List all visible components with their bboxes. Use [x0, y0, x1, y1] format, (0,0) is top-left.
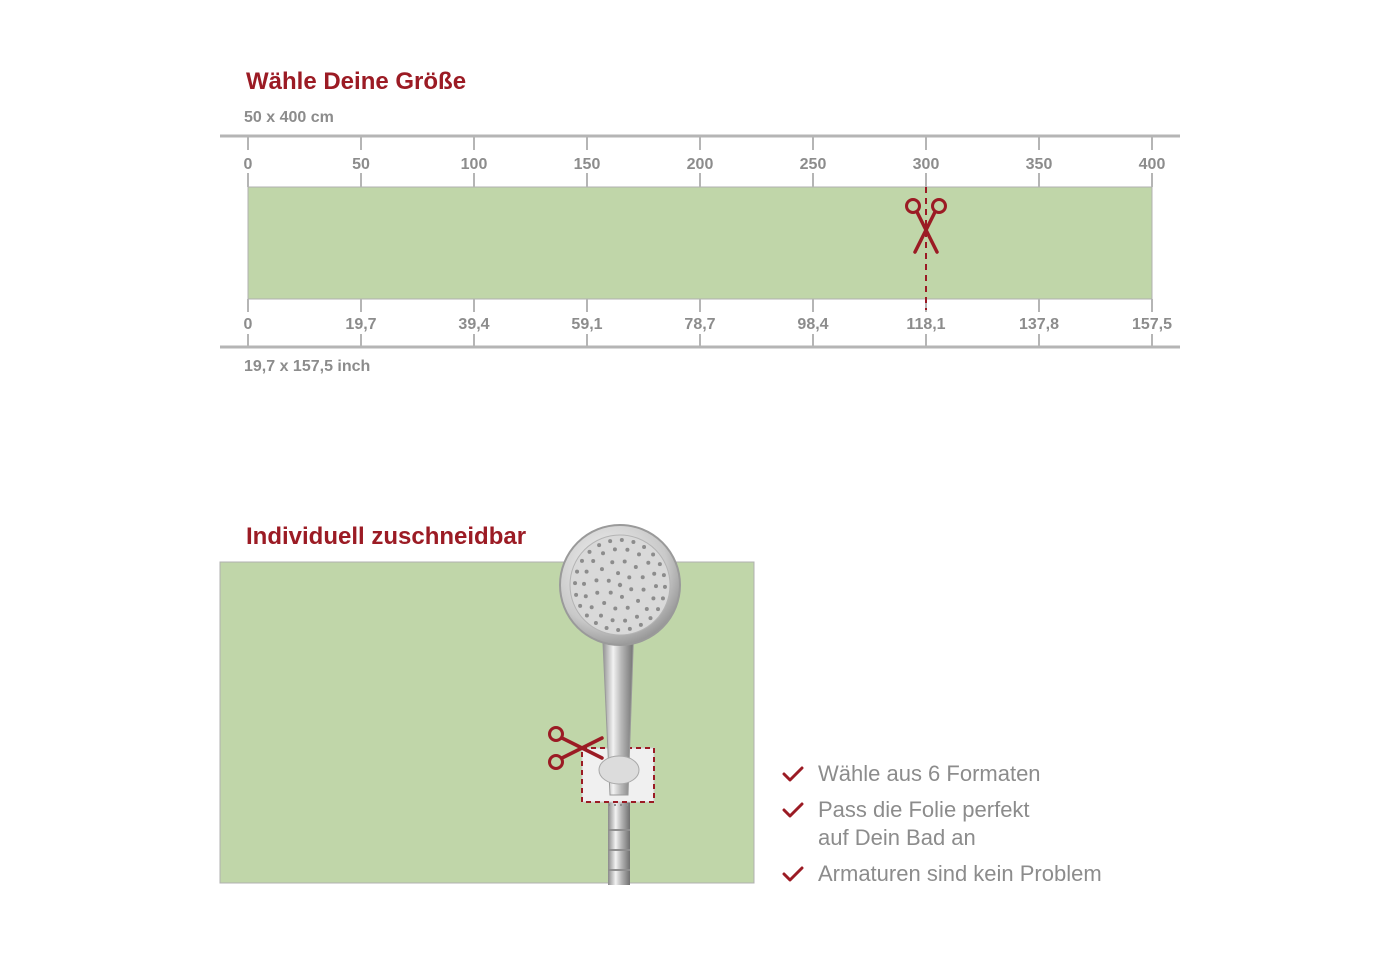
photo-scissors-icon: [548, 726, 604, 770]
bottom-ticks: 0 19,7 39,4 59,1 78,7 98,4 118,1 137,8 157,5: [244, 299, 1172, 347]
top-tick-label: 250: [800, 156, 827, 173]
cut-section-title: Individuell zuschneidbar: [246, 523, 527, 550]
shower-hose: [608, 795, 630, 885]
feature-text: Wähle aus 6 Formaten: [818, 761, 1041, 786]
check-icon: [782, 766, 804, 782]
bottom-tick-label: 39,4: [458, 316, 489, 333]
shower-handle: [601, 621, 635, 796]
feature-text: Pass die Folie perfekt: [818, 797, 1030, 822]
imperial-size-label: 19,7 x 157,5 inch: [244, 358, 371, 375]
bottom-tick-label: 157,5: [1132, 316, 1172, 333]
feature-item: Pass die Folie perfekt auf Dein Bad an: [782, 796, 1102, 852]
holder-bracket: [581, 747, 655, 803]
feature-list: Wähle aus 6 Formaten Pass die Folie perf…: [782, 760, 1102, 896]
check-icon: [782, 802, 804, 818]
size-section-title: Wähle Deine Größe: [246, 68, 467, 95]
top-tick-label: 100: [461, 156, 488, 173]
bottom-tick-label: 59,1: [571, 316, 602, 333]
bottom-tick-label: 137,8: [1019, 316, 1059, 333]
feature-text: Armaturen sind kein Problem: [818, 861, 1102, 886]
foil-strip: [247, 186, 1153, 300]
check-icon: [782, 866, 804, 882]
top-tick-label: 50: [352, 156, 370, 173]
bottom-tick-label: 118,1: [906, 316, 945, 333]
feature-item: Armaturen sind kein Problem: [782, 860, 1102, 888]
metric-size-label: 50 x 400 cm: [244, 109, 334, 126]
bottom-tick-label: 78,7: [684, 316, 715, 333]
top-tick-label: 400: [1139, 156, 1166, 173]
holder-cut-outline: [581, 747, 655, 803]
bottom-tick-label: 19,7: [345, 316, 376, 333]
size-ruler: 0 50 100 150 200 250 300 350 400 0 19,7 39,4 59,1 78…: [220, 134, 1180, 349]
bottom-tick-label: 0: [244, 316, 253, 333]
top-tick-label: 150: [574, 156, 601, 173]
feature-item: Wähle aus 6 Formaten: [782, 760, 1102, 788]
top-tick-label: 200: [687, 156, 714, 173]
scissors-icon: [905, 198, 947, 254]
foil-panel: [219, 561, 755, 884]
top-tick-label: 0: [244, 156, 253, 173]
feature-text-continued: auf Dein Bad an: [818, 825, 976, 850]
top-ticks: 0 50 100 150 200 250 300 350 400: [244, 136, 1166, 187]
top-tick-label: 300: [913, 156, 940, 173]
bottom-tick-label: 98,4: [797, 316, 828, 333]
shower-head: [559, 524, 681, 646]
top-tick-label: 350: [1026, 156, 1053, 173]
